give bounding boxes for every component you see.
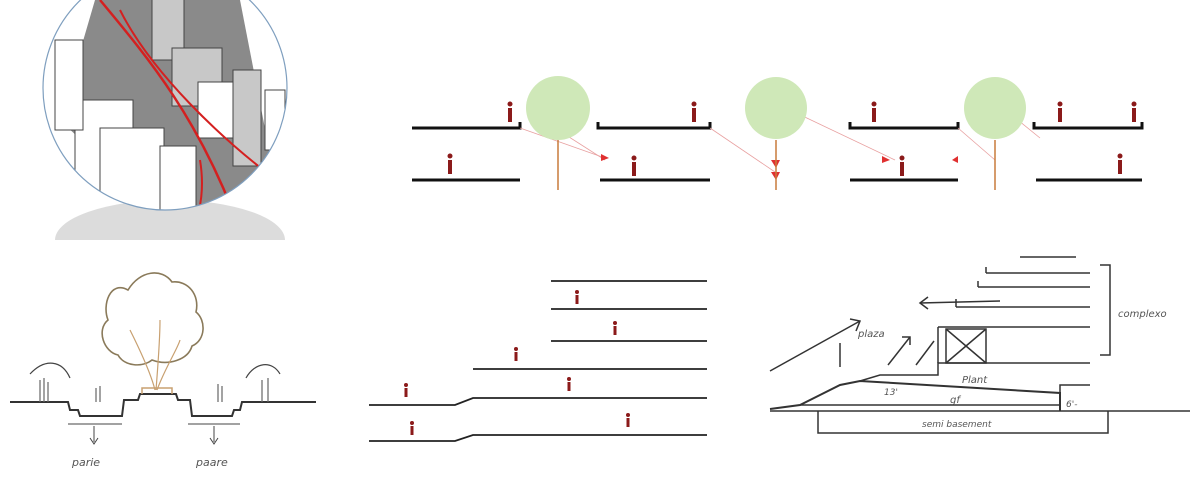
building-8: [159, 145, 197, 210]
street-section-diagram: [390, 60, 1170, 200]
label-gf: gf: [950, 395, 961, 406]
plaza-arrows: [769, 264, 1111, 372]
person-figure: [447, 153, 453, 174]
person-figure: [1057, 101, 1063, 122]
person-figure: [507, 101, 513, 122]
person-figure: [514, 347, 518, 361]
person-figure: [691, 101, 697, 122]
people-figures: [447, 101, 1137, 176]
label-semi-basement: semi basement: [922, 420, 992, 430]
people-sketch: [39, 378, 269, 402]
terrace-people: [404, 290, 630, 435]
terraced-levels-diagram: [355, 255, 725, 465]
tree-1: [526, 76, 590, 190]
building-4: [232, 69, 262, 167]
annotation-arrows: [68, 423, 240, 445]
upper-slab-1: [412, 122, 522, 130]
complex-section-sketch: plaza Plant gf semi basement complexo 13…: [760, 245, 1200, 481]
person-figure: [567, 377, 571, 391]
park-label-right: paare: [195, 456, 228, 469]
park-ground-profile: [10, 393, 316, 417]
person-figure: [613, 321, 617, 335]
building-3: [197, 81, 237, 139]
upper-slab-2: [596, 122, 712, 130]
circle-outline: [42, 0, 288, 211]
label-dimension-2: 6'-: [1066, 400, 1077, 410]
label-complex: complexo: [1118, 309, 1167, 320]
ground-shadow: [55, 200, 285, 240]
park-label-left: parie: [71, 456, 100, 469]
park-section-sketch: parie paare: [0, 250, 330, 481]
person-figure: [404, 383, 408, 397]
plan-clip-group: [43, 0, 287, 210]
building-7: [99, 127, 165, 210]
label-plant: Plant: [962, 375, 988, 386]
tree-2: [745, 77, 807, 190]
person-figure: [626, 413, 630, 427]
person-figure: [871, 101, 877, 122]
upper-slab-4: [1032, 122, 1144, 130]
tree-planter: [141, 387, 173, 394]
person-figure: [575, 290, 579, 304]
person-figure: [1117, 153, 1123, 174]
red-path-3: [189, 159, 203, 210]
person-figure: [1131, 101, 1137, 122]
ramp-profile: [769, 379, 1061, 411]
red-path-1: [99, 0, 242, 210]
building-9: [54, 39, 84, 131]
upper-slab-3: [848, 122, 960, 130]
basement-outline: [817, 411, 1109, 434]
label-plaza: plaza: [857, 329, 885, 340]
tree-canopy-sketch: [101, 272, 204, 366]
movement-curves: [29, 362, 281, 379]
person-figure: [899, 155, 905, 176]
stepped-floors: [859, 256, 1090, 393]
tree-trunk-sketch: [129, 319, 181, 391]
tree-3: [964, 77, 1026, 190]
terrace-lines: [369, 280, 707, 442]
label-dimension-1: 13': [884, 388, 898, 398]
urban-plan-circle-diagram: [0, 0, 300, 240]
person-figure: [631, 155, 637, 176]
person-figure: [410, 421, 414, 435]
structure-box: [945, 328, 987, 364]
